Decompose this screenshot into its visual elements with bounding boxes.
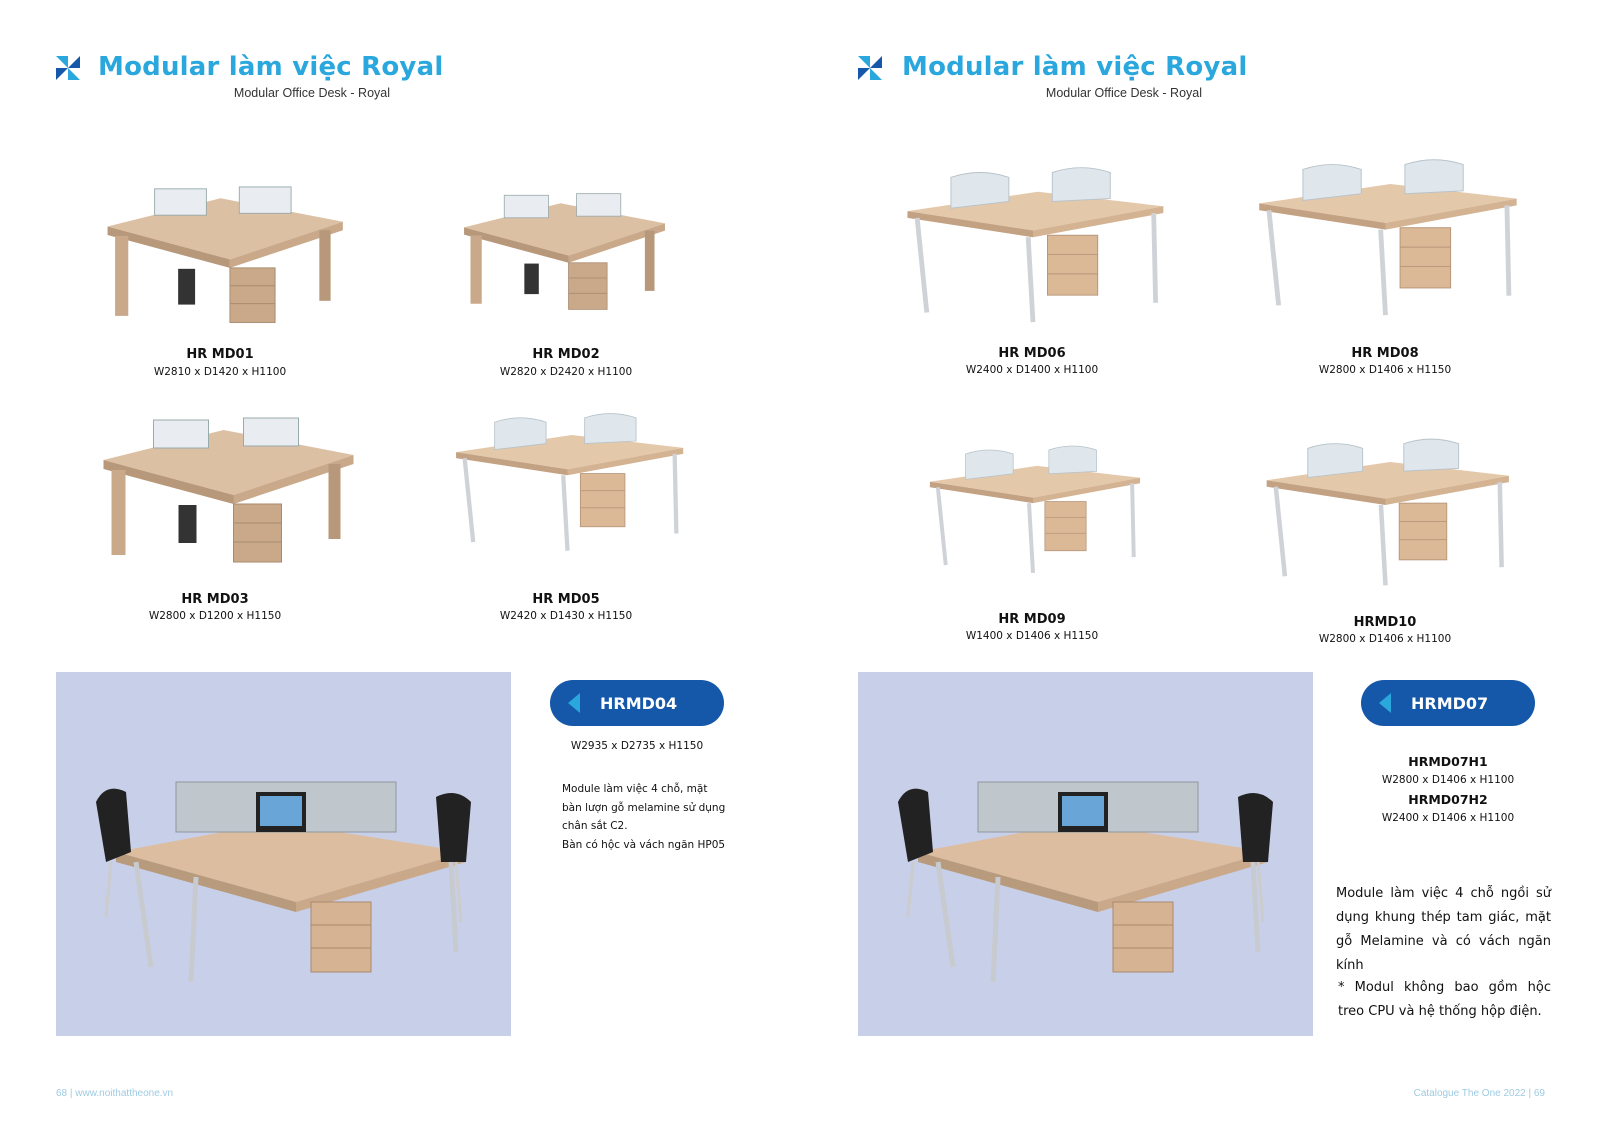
- product-dims-md02: W2820 x D2420 x H1100: [499, 366, 633, 378]
- triangle-left-icon: [1379, 693, 1391, 713]
- feature-description-hrmd07: Module làm việc 4 chỗ ngồi sử dụng khung…: [1336, 886, 1551, 973]
- product-dims-md10: W2800 x D1406 x H1100: [1318, 633, 1452, 645]
- page-title-left: Modular làm việc Royal: [98, 52, 444, 82]
- product-name-md09: HR MD09: [998, 612, 1066, 627]
- feature-pill-hrmd04: HRMD04: [550, 680, 724, 726]
- feature-image-panel-hrmd04: [56, 672, 511, 1036]
- variant-dims-hrmd07h1: W2800 x D1406 x H1100: [1381, 774, 1515, 786]
- product-dims-md06: W2400 x D1400 x H1100: [965, 364, 1099, 376]
- product-image-md02: [445, 160, 675, 330]
- variant-name-hrmd07h2: HRMD07H2: [1408, 792, 1488, 807]
- description-line: Module làm việc 4 chỗ, mặt: [562, 783, 708, 795]
- logo-pinwheel-icon: [858, 56, 882, 80]
- footer-left: 68 | www.noithattheone.vn: [56, 1088, 174, 1099]
- description-line: chân sắt C2.: [562, 820, 628, 832]
- feature-label-hrmd04: HRMD04: [600, 693, 678, 713]
- product-name-md03: HR MD03: [181, 592, 249, 607]
- feature-description-hrmd04: Module làm việc 4 chỗ, mặt bàn lượn gỗ m…: [562, 780, 752, 854]
- product-dims-md03: W2800 x D1200 x H1150: [148, 610, 282, 622]
- feature-dims-hrmd04: W2935 x D2735 x H1150: [570, 740, 704, 752]
- footer-right: Catalogue The One 2022 | 69: [1413, 1088, 1545, 1099]
- product-dims-md05: W2420 x D1430 x H1150: [499, 610, 633, 622]
- description-line: Bàn có hộc và vách ngăn HP05: [562, 838, 726, 851]
- description-line: bàn lượn gỗ melamine sử dụng: [562, 801, 726, 814]
- feature-label-hrmd07: HRMD07: [1411, 693, 1489, 713]
- feature-note-hrmd07: * Modul không bao gồm hộc treo CPU và hệ…: [1338, 980, 1551, 1019]
- product-name-md08: HR MD08: [1351, 346, 1419, 361]
- variant-dims-hrmd07h2: W2400 x D1406 x H1100: [1381, 812, 1515, 824]
- page-subtitle-left: Modular Office Desk - Royal: [233, 86, 390, 100]
- feature-image-hrmd07: [858, 672, 1313, 1036]
- variant-name-hrmd07h1: HRMD07H1: [1408, 754, 1488, 769]
- product-dims-md08: W2800 x D1406 x H1150: [1318, 364, 1452, 376]
- product-image-md03: [78, 395, 368, 570]
- product-dims-md09: W1400 x D1406 x H1150: [965, 630, 1099, 642]
- product-image-md01: [85, 170, 355, 330]
- feature-pill-hrmd07: HRMD07: [1361, 680, 1535, 726]
- product-name-md06: HR MD06: [998, 346, 1066, 361]
- product-name-md02: HR MD02: [532, 347, 600, 362]
- product-image-md09: [915, 415, 1150, 595]
- product-image-md10: [1235, 430, 1535, 590]
- product-name-md05: HR MD05: [532, 592, 600, 607]
- page-subtitle-right: Modular Office Desk - Royal: [1045, 86, 1202, 100]
- product-name-md10: HRMD10: [1353, 615, 1417, 630]
- product-dims-md01: W2810 x D1420 x H1100: [153, 366, 287, 378]
- product-name-md01: HR MD01: [186, 347, 254, 362]
- product-image-md06: [890, 150, 1175, 330]
- feature-image-panel-hrmd07: [858, 672, 1313, 1036]
- logo-pinwheel-icon: [56, 56, 80, 80]
- product-image-md05: [422, 405, 712, 555]
- page-title-right: Modular làm việc Royal: [902, 52, 1248, 82]
- triangle-left-icon: [568, 693, 580, 713]
- product-image-md08: [1235, 150, 1535, 320]
- feature-image-hrmd04: [56, 672, 511, 1036]
